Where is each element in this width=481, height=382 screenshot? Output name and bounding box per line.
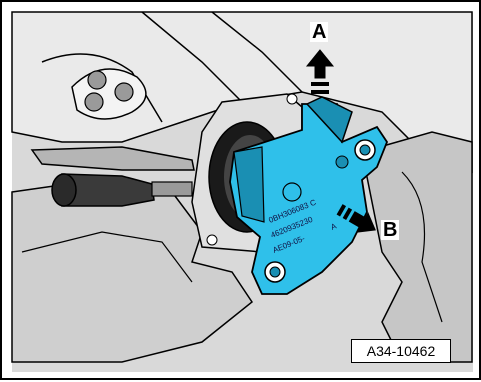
housing-lower-rib <box>21 231 193 283</box>
lever-plate <box>30 146 195 171</box>
wiring-connector <box>51 173 193 207</box>
vw-logo-icon <box>282 182 302 202</box>
housing-rib-2 <box>211 11 303 93</box>
housing-rib-3 <box>41 53 163 123</box>
arrow-right-down-icon <box>336 204 376 233</box>
part-marking-line-4: A <box>329 221 338 232</box>
housing-rib-1 <box>141 11 243 103</box>
housing-right-rib <box>401 171 443 323</box>
callout-label-a: A <box>310 21 329 43</box>
flange-hole-top <box>286 93 298 105</box>
arrow-up-icon <box>305 49 335 94</box>
flange-hole-bottom <box>206 234 218 246</box>
bolt-cluster <box>71 68 147 120</box>
callout-label-b: B <box>381 219 400 241</box>
figure-id-label: A34-10462 <box>351 339 451 363</box>
highlighted-sensor-component <box>229 96 389 295</box>
